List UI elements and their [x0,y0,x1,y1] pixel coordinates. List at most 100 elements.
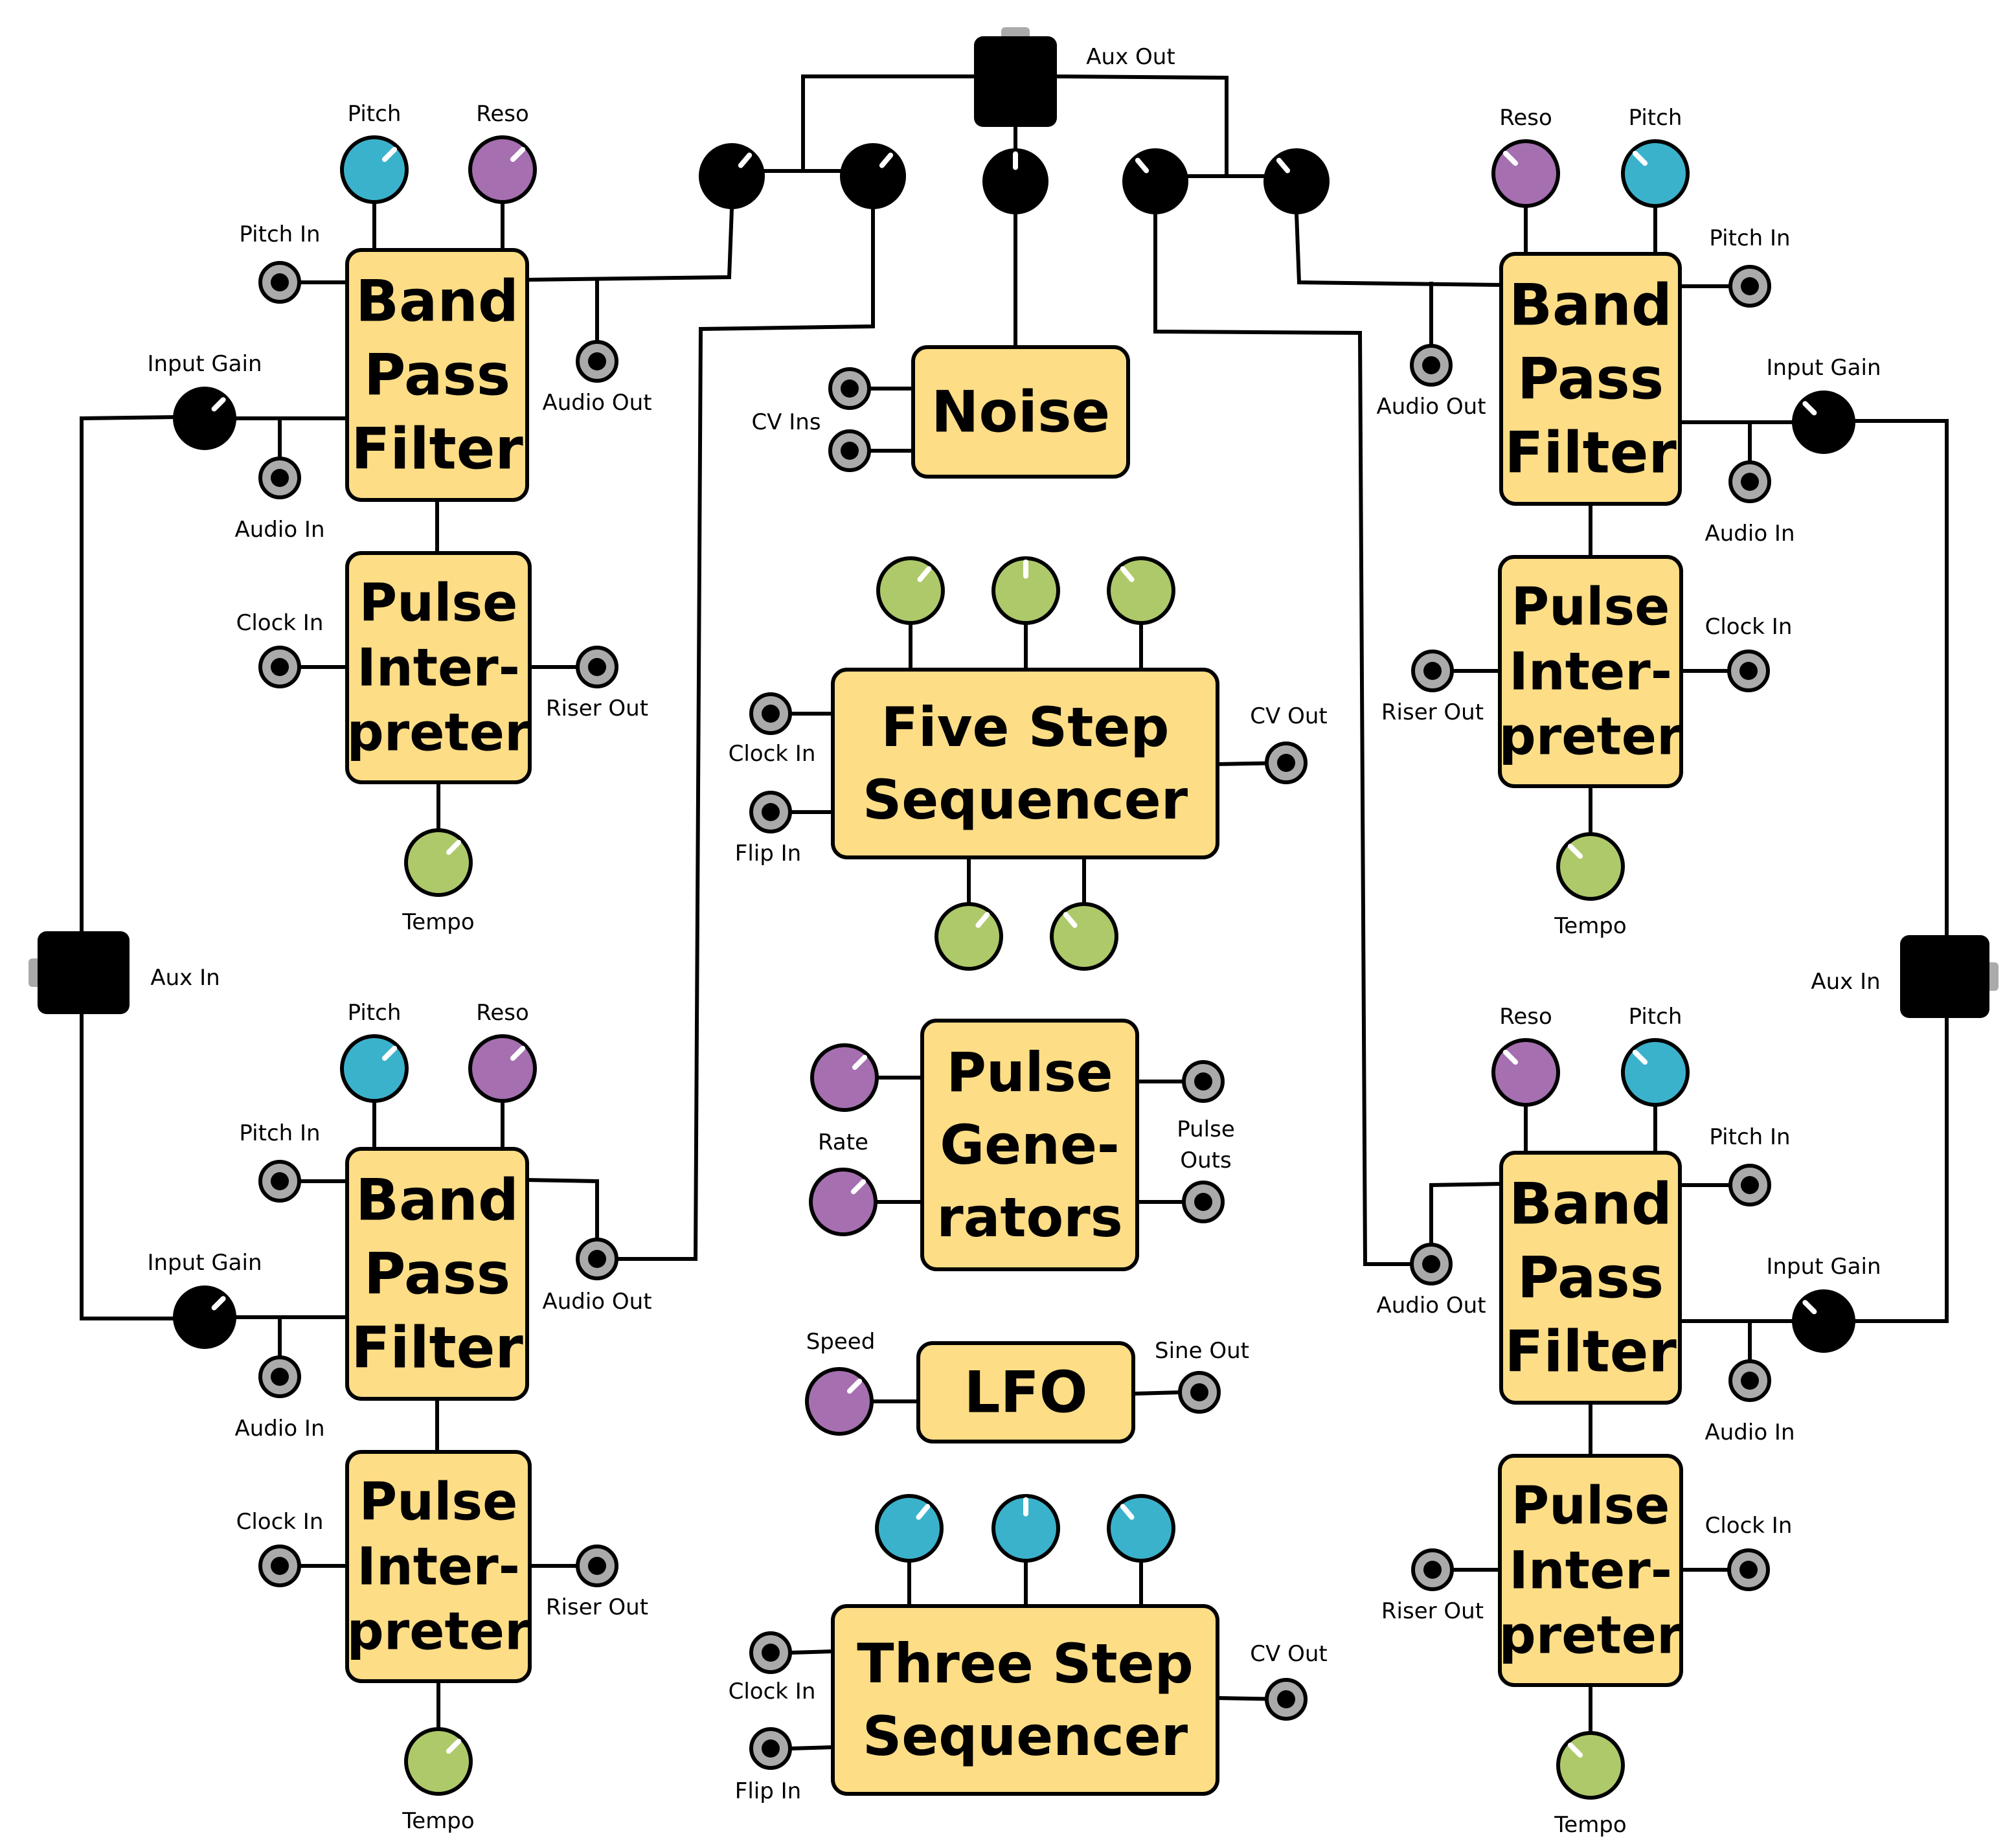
voice-bottom-left-audio-out-jack[interactable] [576,1238,618,1280]
knob-icon[interactable] [991,1494,1060,1563]
voice-bottom-left-input-gain-knob[interactable] [173,1285,236,1349]
aux-jack-icon[interactable] [974,36,1057,127]
knob-icon[interactable] [1491,1038,1560,1107]
knob-icon[interactable] [1107,1494,1175,1563]
knob-icon[interactable] [1792,1289,1855,1353]
voice-top-left-pitch-knob[interactable] [340,135,409,204]
five-step-flip-in-jack[interactable] [749,791,792,833]
voice-top-left-band-pass-filter-panel[interactable] [345,248,529,502]
voice-top-left-reso-knob[interactable] [468,135,537,204]
knob-icon[interactable] [1122,148,1188,214]
lfo-sine-out-jack[interactable] [1178,1371,1221,1414]
voice-bottom-right-reso-knob[interactable] [1491,1038,1560,1107]
aux-jack-icon[interactable] [38,931,130,1014]
voice-top-left-input-gain-knob[interactable] [173,387,236,450]
noise-cv-in-1-jack[interactable] [828,367,871,410]
knob-icon[interactable] [173,387,236,450]
voice-top-left-clock-in-jack[interactable] [258,646,301,688]
voice-bottom-left-reso-knob[interactable] [468,1034,537,1103]
knob-icon[interactable] [404,828,473,897]
knob-icon[interactable] [1621,139,1690,208]
voice-bottom-right-audio-in-jack[interactable] [1728,1359,1771,1402]
knob-icon[interactable] [991,556,1060,625]
aux-in-left[interactable] [28,931,130,1014]
pulse-gen-rate-knob-1[interactable] [810,1043,879,1112]
voice-bottom-right-clock-in-jack[interactable] [1727,1548,1770,1591]
aux-jack-icon[interactable] [1900,935,1989,1018]
five-step-knob-2[interactable] [991,556,1060,625]
pulse-generators-panel[interactable] [920,1019,1139,1271]
five-step-clock-in-jack[interactable] [749,692,792,735]
knob-icon[interactable] [1263,148,1330,214]
pulse-gen-out-1-jack[interactable] [1182,1060,1225,1103]
knob-icon[interactable] [810,1043,879,1112]
knob-icon[interactable] [468,135,537,204]
voice-top-left-pitch-in-jack[interactable] [258,261,301,304]
five-step-cv-out-jack[interactable] [1265,741,1308,784]
knob-icon[interactable] [468,1034,537,1103]
mixer-knob-3[interactable] [982,148,1048,214]
aux-in-right[interactable] [1900,935,1999,1018]
noise-cv-in-2-jack[interactable] [828,429,871,472]
knob-icon[interactable] [875,1494,944,1563]
five-step-knob-4[interactable] [934,902,1003,971]
mixer-knob-1[interactable] [699,143,765,209]
mixer-knob-2[interactable] [840,143,906,209]
voice-bottom-left-band-pass-filter-panel[interactable] [345,1147,529,1401]
voice-top-right-reso-knob[interactable] [1491,139,1560,208]
voice-top-right-tempo-knob[interactable] [1556,832,1625,901]
voice-bottom-left-tempo-knob[interactable] [404,1727,473,1796]
knob-icon[interactable] [876,556,945,625]
five-step-knob-3[interactable] [1107,556,1175,625]
voice-bottom-right-pitch-in-jack[interactable] [1728,1164,1771,1206]
three-step-flip-in-jack[interactable] [749,1727,792,1770]
voice-top-right-pulse-interpreter-panel[interactable] [1498,555,1683,788]
voice-top-right-pitch-in-jack[interactable] [1728,265,1771,308]
knob-icon[interactable] [809,1168,878,1236]
five-step-knob-1[interactable] [876,556,945,625]
knob-icon[interactable] [1792,391,1855,454]
voice-bottom-right-audio-out-jack[interactable] [1410,1243,1453,1285]
five-step-knob-5[interactable] [1050,902,1118,971]
mixer-knob-4[interactable] [1122,148,1188,214]
voice-top-left-pulse-interpreter-panel[interactable] [345,551,532,784]
voice-top-right-riser-out-jack[interactable] [1411,650,1454,692]
noise-module[interactable]: Noise [911,345,1130,479]
lfo-module-panel[interactable] [916,1341,1135,1443]
lfo-speed-knob[interactable] [805,1367,874,1436]
voice-bottom-right-riser-out-jack[interactable] [1411,1548,1454,1591]
knob-icon[interactable] [934,902,1003,971]
voice-bottom-left-pitch-knob[interactable] [340,1034,409,1103]
voice-top-left-riser-out-jack[interactable] [576,646,618,688]
voice-bottom-right-band-pass-filter-panel[interactable] [1499,1151,1682,1405]
voice-top-right-audio-out-jack[interactable] [1410,344,1453,387]
voice-bottom-right-pitch-knob[interactable] [1621,1038,1690,1107]
voice-top-right-pitch-knob[interactable] [1621,139,1690,208]
voice-top-left-audio-out-jack[interactable] [576,340,618,383]
voice-top-right-clock-in-jack[interactable] [1727,650,1770,692]
three-step-knob-1[interactable] [875,1494,944,1563]
knob-icon[interactable] [1107,556,1175,625]
three-step-clock-in-jack[interactable] [749,1631,792,1674]
mixer-knob-5[interactable] [1263,148,1330,214]
lfo-module[interactable]: LFO [916,1341,1135,1443]
voice-bottom-left-audio-in-jack[interactable] [258,1355,301,1398]
knob-icon[interactable] [805,1367,874,1436]
knob-icon[interactable] [699,143,765,209]
voice-top-right-audio-in-jack[interactable] [1728,460,1771,503]
knob-icon[interactable] [340,1034,409,1103]
noise-module-panel[interactable] [911,345,1130,479]
voice-top-right-input-gain-knob[interactable] [1792,391,1855,454]
three-step-sequencer-panel[interactable] [831,1604,1219,1796]
